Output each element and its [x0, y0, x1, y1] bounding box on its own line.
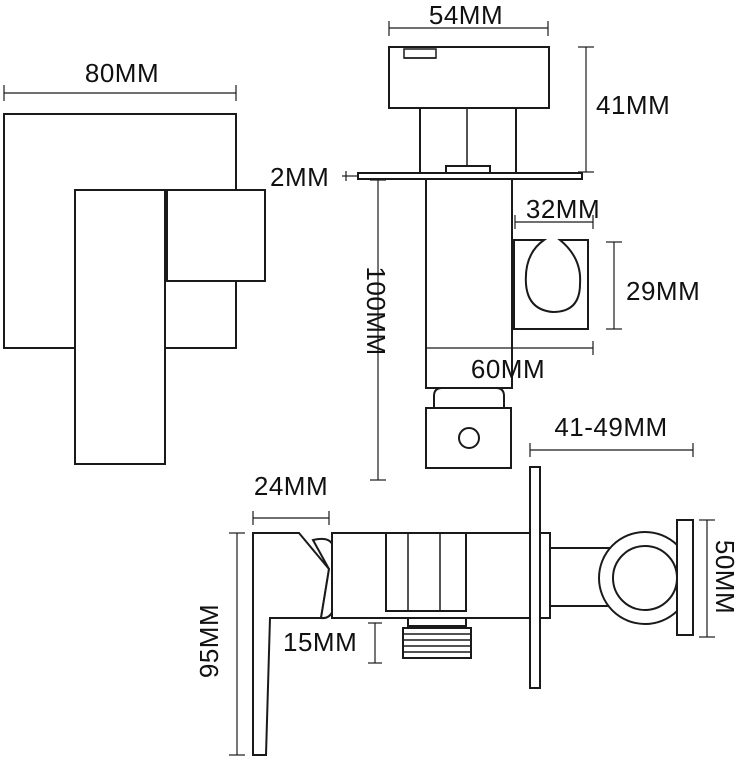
- dim-label-2: 2MM: [270, 162, 329, 192]
- dim-label-32: 32MM: [526, 194, 600, 224]
- lever-handle-side: [252, 532, 331, 756]
- thread-connector: [402, 627, 472, 659]
- wall-plate-side: [529, 466, 541, 689]
- valve-stem: [419, 107, 517, 175]
- shower-holder: [513, 239, 589, 330]
- outlet-hole: [458, 427, 480, 449]
- lever-handle-front: [74, 189, 166, 465]
- front-view: 80MM: [3, 58, 266, 465]
- dim-label-29: 29MM: [626, 276, 700, 306]
- dim-label-54: 54MM: [429, 0, 503, 30]
- side-view: 24MM 95MM 15MM: [194, 412, 739, 756]
- dim-label-60: 60MM: [471, 354, 545, 384]
- dim-label-41: 41MM: [596, 90, 670, 120]
- dim-label-80: 80MM: [85, 58, 159, 88]
- top-view: 54MM 41MM 2MM 100MM 60MM: [270, 0, 700, 481]
- dim-label-24: 24MM: [254, 471, 328, 501]
- outlet-flange: [676, 519, 694, 636]
- outlet-block-front: [166, 189, 266, 282]
- dim-label-41-49: 41-49MM: [554, 412, 667, 442]
- dim-label-50: 50MM: [710, 540, 739, 614]
- dim-label-95: 95MM: [194, 604, 224, 678]
- dim-label-100: 100MM: [361, 266, 391, 355]
- dim-label-15: 15MM: [283, 627, 357, 657]
- outlet-ring-inner: [612, 545, 678, 611]
- lever-top: [388, 46, 550, 109]
